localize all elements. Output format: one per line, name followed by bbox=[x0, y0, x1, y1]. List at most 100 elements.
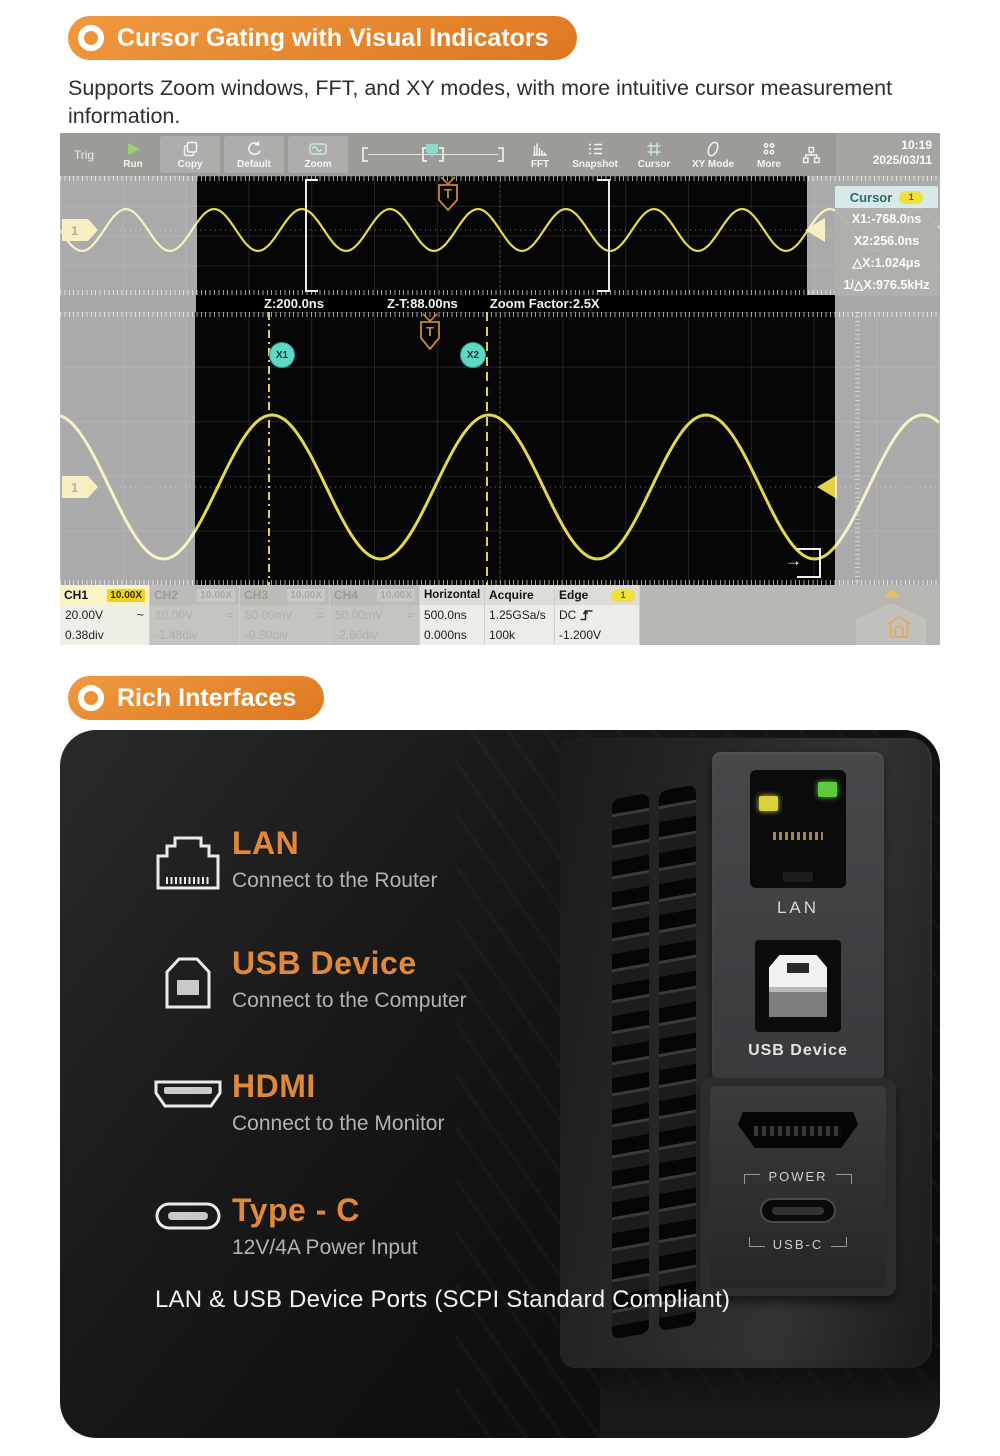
trig-label: Trig bbox=[73, 147, 95, 162]
vent-grille bbox=[612, 784, 696, 1340]
usb-device-port-label: USB Device bbox=[748, 1042, 848, 1059]
home-button[interactable] bbox=[885, 614, 913, 640]
hdmi-icon bbox=[148, 1078, 228, 1110]
x2-value: X2:256.0ns bbox=[853, 234, 920, 248]
pan-right-icon[interactable]: → bbox=[785, 548, 821, 578]
photo-bottom-shade bbox=[600, 1354, 940, 1438]
network-status-icon[interactable] bbox=[794, 133, 828, 176]
more-dots-icon bbox=[763, 142, 775, 154]
trigger-marker-zoom[interactable]: T bbox=[419, 312, 441, 350]
fft-spectrum-icon bbox=[533, 143, 547, 156]
xy-ellipse-icon bbox=[707, 141, 719, 156]
snapshot-list-icon bbox=[589, 143, 602, 154]
play-icon bbox=[128, 142, 140, 155]
zoom-info-bar: Z:200.0ns Z-T:88.00ns Zoom Factor:2.5X bbox=[60, 295, 940, 312]
lan-icon bbox=[148, 835, 228, 891]
zoom-window-bracket-right[interactable] bbox=[597, 179, 610, 292]
cursor-measurement-panel[interactable]: Cursor 1 X1:-768.0ns X2:256.0ns △X:1.024… bbox=[835, 186, 938, 296]
interface-desc: 12V/4A Power Input bbox=[232, 1236, 418, 1259]
svg-text:T: T bbox=[426, 324, 434, 339]
horizontal-cell[interactable]: Horizontal 500.0ns 0.000ns bbox=[420, 585, 485, 645]
oscilloscope-screenshot: Trig Run Copy Default Zoom FFT bbox=[60, 133, 940, 645]
delta-x-value: △X:1.024μs bbox=[852, 256, 921, 270]
source-badge: 1 bbox=[899, 190, 924, 204]
lan-port-photo bbox=[750, 770, 846, 888]
horizontal-position-slider[interactable] bbox=[358, 133, 508, 176]
interface-desc: Connect to the Monitor bbox=[232, 1112, 445, 1135]
time: 10:19 bbox=[901, 138, 932, 152]
sample-rate: 1.25GSa/s bbox=[485, 605, 554, 625]
lan-port-label: LAN bbox=[776, 898, 820, 917]
status-bar-spacer bbox=[640, 585, 940, 645]
ch1-waveform-zoomed bbox=[60, 312, 940, 585]
section-badge-rich-interfaces: Rich Interfaces bbox=[68, 676, 325, 720]
interface-item-usb-device: USB Device Connect to the Computer bbox=[148, 945, 578, 1013]
copy-button[interactable]: Copy bbox=[160, 136, 220, 173]
rj45-notch bbox=[783, 872, 813, 882]
usb-b-connector bbox=[769, 955, 827, 1017]
interface-item-hdmi: HDMI Connect to the Monitor bbox=[148, 1068, 578, 1136]
zoom-button[interactable]: Zoom bbox=[288, 136, 348, 173]
xy-mode-button[interactable]: XY Mode bbox=[682, 133, 744, 176]
svg-text:T: T bbox=[444, 186, 452, 201]
interface-title: LAN bbox=[232, 825, 300, 861]
fft-button[interactable]: FFT bbox=[516, 133, 564, 176]
section-badge-cursor-gating: Cursor Gating with Visual Indicators bbox=[68, 16, 577, 60]
lan-link-led bbox=[818, 782, 837, 797]
trigger-position-marker[interactable] bbox=[426, 144, 438, 157]
cursor-x2-badge[interactable]: X2 bbox=[460, 342, 486, 368]
run-button[interactable]: Run bbox=[108, 133, 158, 176]
ring-icon bbox=[78, 25, 104, 51]
clock: 10:19 2025/03/11 bbox=[836, 133, 940, 176]
zoom-factor: Zoom Factor:2.5X bbox=[489, 296, 600, 311]
x1-value: X1:-768.0ns bbox=[851, 212, 922, 226]
section-title: Cursor Gating with Visual Indicators bbox=[117, 23, 549, 52]
type-c-icon bbox=[148, 1202, 228, 1230]
lower-port-plate: POWER USB-C bbox=[700, 1078, 896, 1296]
zoom-scale: Z:200.0ns bbox=[264, 296, 324, 311]
usbc-port-photo bbox=[760, 1198, 836, 1223]
hdmi-port-photo bbox=[738, 1112, 858, 1148]
interface-title: HDMI bbox=[232, 1068, 316, 1104]
more-button[interactable]: More bbox=[744, 133, 794, 176]
trigger-source-badge: 1 bbox=[611, 588, 635, 602]
acquire-cell[interactable]: Acquire 1.25GSa/s 100k bbox=[485, 585, 555, 645]
section-title: Rich Interfaces bbox=[117, 683, 297, 712]
cursor-panel-header[interactable]: Cursor 1 bbox=[835, 186, 938, 208]
interface-desc: Connect to the Router bbox=[232, 869, 438, 892]
date: 2025/03/11 bbox=[872, 153, 932, 167]
interface-desc: Connect to the Computer bbox=[232, 989, 467, 1012]
ring-icon bbox=[78, 685, 104, 711]
ch1-waveform-overview bbox=[60, 176, 940, 295]
rich-interfaces-panel: LAN USB Device POWER USB-C LAN Connect t… bbox=[60, 730, 940, 1438]
collapse-up-button[interactable] bbox=[884, 589, 900, 598]
ports-caption: LAN & USB Device Ports (SCPI Standard Co… bbox=[155, 1286, 731, 1313]
delay: 0.000ns bbox=[420, 625, 484, 645]
rj45-pins bbox=[773, 832, 823, 840]
cursor-button[interactable]: Cursor bbox=[626, 133, 682, 176]
probe-ratio: 10.00X bbox=[107, 588, 145, 602]
power-label: POWER bbox=[768, 1169, 828, 1184]
interface-item-type-c: Type - C 12V/4A Power Input bbox=[148, 1192, 578, 1260]
timebase: 500.0ns bbox=[420, 605, 484, 625]
snapshot-button[interactable]: Snapshot bbox=[564, 133, 626, 176]
lan-activity-led bbox=[759, 796, 778, 811]
section-description: Supports Zoom windows, FFT, and XY modes… bbox=[68, 76, 893, 129]
undo-arc-icon bbox=[248, 141, 261, 155]
default-button[interactable]: Default bbox=[224, 136, 284, 173]
usb-device-icon bbox=[148, 955, 228, 1011]
cursor-x1-badge[interactable]: X1 bbox=[269, 342, 295, 368]
scope-toolbar: Trig Run Copy Default Zoom FFT bbox=[60, 133, 940, 176]
memory-depth: 100k bbox=[485, 625, 554, 645]
interface-title: USB Device bbox=[232, 945, 417, 981]
zoom-window-bracket-left[interactable] bbox=[305, 179, 318, 292]
copy-icon bbox=[183, 141, 198, 156]
upper-port-plate: LAN USB Device bbox=[712, 752, 884, 1082]
trigger-marker[interactable]: T bbox=[437, 176, 459, 212]
trigger-level: -1.200V bbox=[555, 625, 639, 645]
